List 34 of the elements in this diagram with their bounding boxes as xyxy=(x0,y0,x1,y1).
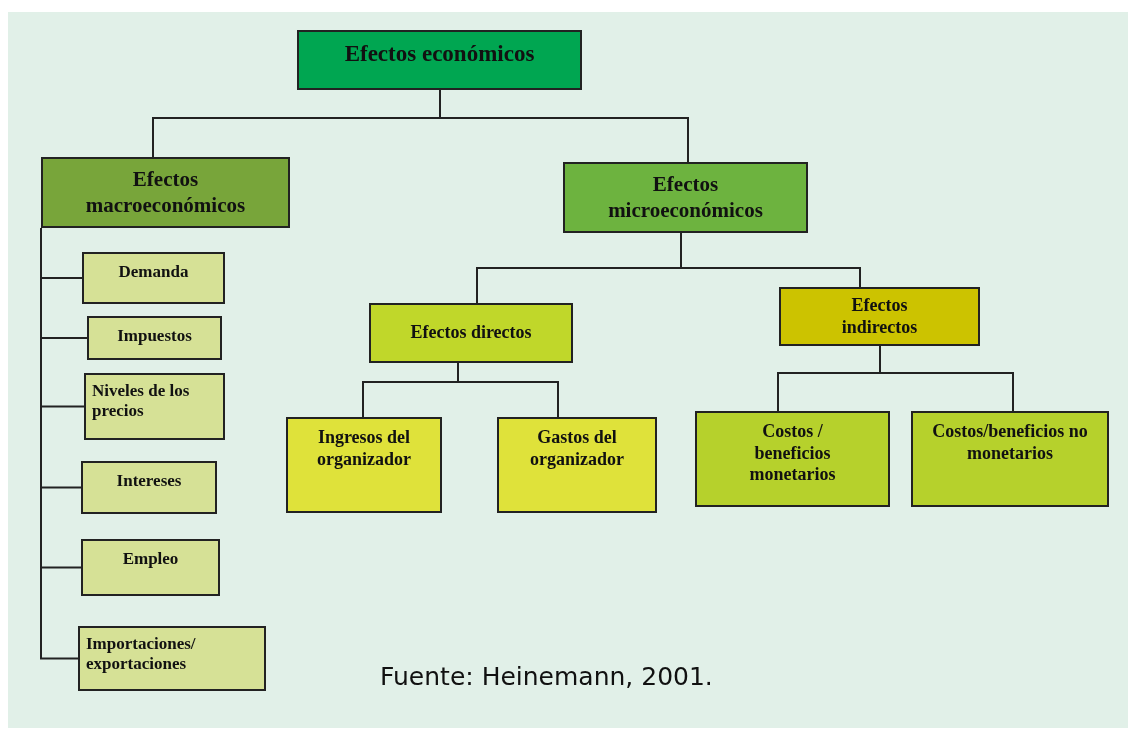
box-label: Efectos macroeconómicos xyxy=(84,167,247,218)
box-label: Efectos microeconómicos xyxy=(607,172,764,223)
box-label: Importaciones/ exportaciones xyxy=(86,634,197,675)
category-box xyxy=(41,157,290,228)
connector-line xyxy=(439,89,689,163)
item-box xyxy=(497,417,657,513)
item-box xyxy=(911,411,1109,507)
box-label: Efectos económicos xyxy=(344,40,535,68)
box-label: Costos / beneficios monetarios xyxy=(748,421,837,486)
box-label: Impuestos xyxy=(117,326,192,347)
item-box xyxy=(286,417,442,513)
category-box xyxy=(369,303,573,363)
item-box xyxy=(695,411,890,507)
item-box xyxy=(78,626,266,691)
box-label: Empleo xyxy=(122,549,179,570)
item-box xyxy=(82,252,225,304)
box-label: Costos/beneficios no monetarios xyxy=(931,421,1089,465)
item-box xyxy=(84,373,225,440)
box-label: Niveles de los precios xyxy=(92,381,191,422)
box-label: Ingresos del organizador xyxy=(316,427,412,471)
category-box xyxy=(563,162,808,233)
category-box xyxy=(779,287,980,346)
item-box xyxy=(81,539,220,596)
box-label: Efectos indirectos xyxy=(840,294,919,339)
box-label: Efectos directos xyxy=(410,322,532,344)
item-box xyxy=(87,316,222,360)
box-label: Intereses xyxy=(116,471,182,492)
source-note: Fuente: Heinemann, 2001. xyxy=(380,662,713,691)
process-box xyxy=(297,30,582,90)
box-label: Gastos del organizador xyxy=(529,427,625,471)
connector-line xyxy=(457,362,559,418)
connector-line xyxy=(879,345,1014,412)
box-label: Demanda xyxy=(118,262,189,283)
item-box xyxy=(81,461,217,514)
